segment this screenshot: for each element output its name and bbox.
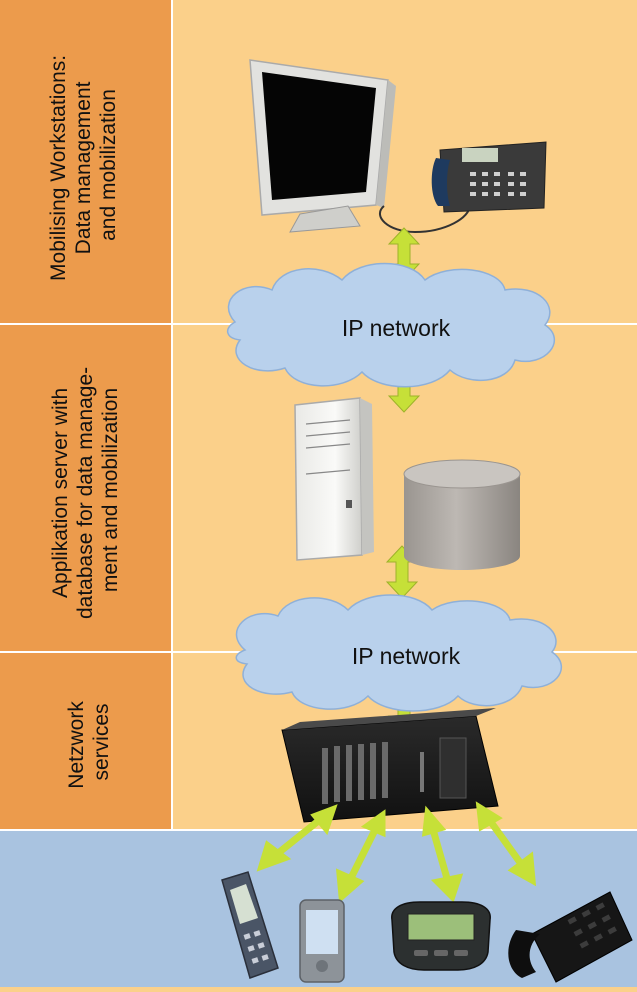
tier-label-workstations: Mobilising Workstations: Data management… bbox=[47, 49, 120, 281]
device-arrows bbox=[256, 801, 537, 904]
ip-network-cloud-upper: IP network bbox=[227, 262, 556, 388]
pager-icon bbox=[391, 901, 491, 971]
arrow-to-pager bbox=[428, 825, 452, 883]
tower-server-icon bbox=[294, 397, 374, 561]
monitor-icon bbox=[249, 59, 396, 233]
label-band bbox=[0, 0, 172, 830]
tier-label-app-server: Applikation server with database for dat… bbox=[49, 361, 122, 619]
office-phone-icon bbox=[508, 891, 633, 983]
mobile-phone-icon bbox=[221, 871, 279, 979]
database-cylinder-icon bbox=[403, 459, 521, 570]
arrow-to-pda bbox=[344, 826, 380, 886]
desk-phone-icon bbox=[378, 141, 547, 234]
rack-server-icon bbox=[281, 708, 499, 823]
ip-network-label-lower: IP network bbox=[352, 643, 461, 669]
ip-network-label-upper: IP network bbox=[342, 315, 451, 341]
tier-label-network-services: Netzwork services bbox=[65, 695, 113, 788]
arrow-to-office-phone bbox=[485, 815, 527, 871]
pda-icon bbox=[299, 899, 345, 983]
ip-network-cloud-lower: IP network bbox=[235, 594, 563, 712]
